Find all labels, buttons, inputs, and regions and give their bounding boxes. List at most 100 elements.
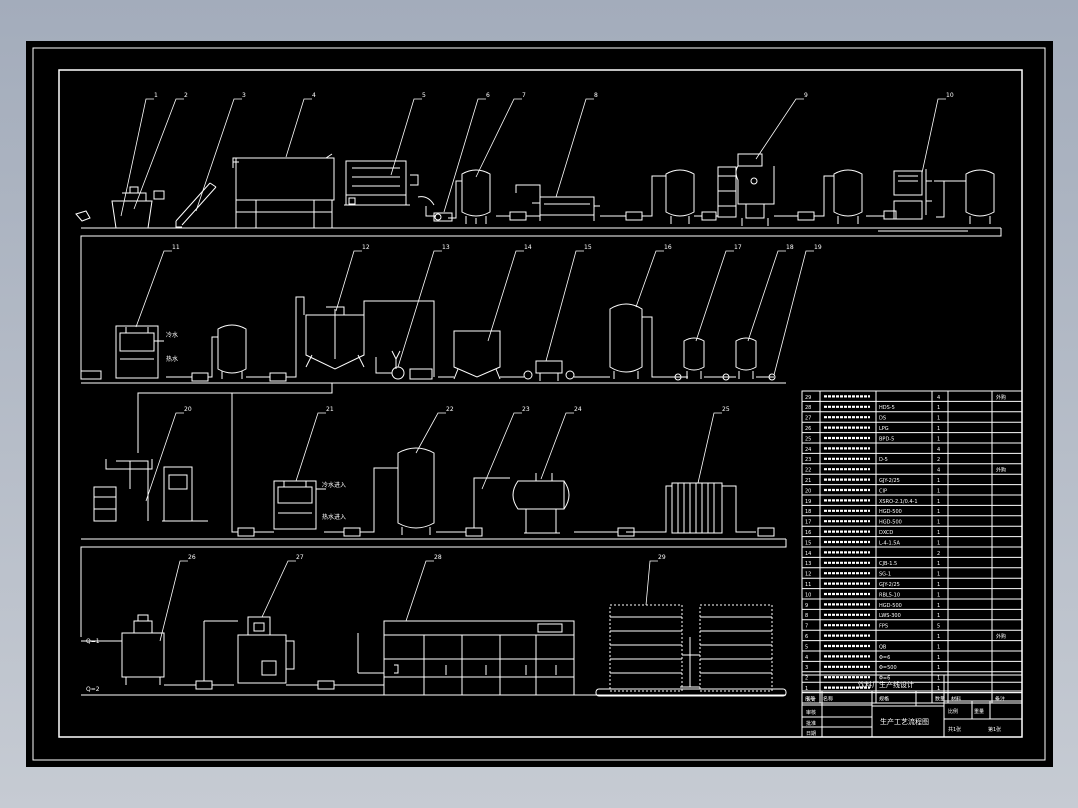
- parts-cell-11-0: 11: [805, 582, 811, 588]
- parts-cell-14-2: 2: [937, 551, 940, 557]
- row-1-to-row-2-pipe: [80, 228, 1002, 376]
- parts-cell-28-1: HDS-5: [879, 405, 895, 411]
- parts-cell-3-1: Φ=500: [879, 665, 897, 671]
- parts-cell-17-1: HGD-500: [879, 520, 902, 526]
- row-4-equipment: [81, 604, 787, 697]
- parts-cell-5-1: QB: [879, 644, 887, 650]
- parts-cell-1-0: 1: [805, 686, 808, 692]
- scale-label: 比例: [948, 708, 958, 715]
- callout-16: 16: [664, 244, 672, 251]
- parts-cell-29-0: 29: [805, 395, 811, 401]
- parts-cell-22-2: 4: [937, 468, 940, 474]
- parts-cell-9-0: 9: [805, 603, 808, 609]
- callout-2: 2: [184, 92, 188, 99]
- callout-21: 21: [326, 406, 334, 413]
- parts-cell-3-2: 1: [937, 665, 940, 671]
- parts-cell-12-2: 1: [937, 572, 940, 578]
- parts-cell-8-2: 1: [937, 613, 940, 619]
- parts-cell-12-1: SG-1: [879, 572, 891, 578]
- parts-cell-20-1: CIP: [879, 488, 887, 494]
- parts-cell-29-3: 外购: [996, 394, 1006, 401]
- parts-cell-13-1: CJB-1.5: [879, 561, 897, 567]
- parts-cell-20-2: 1: [937, 488, 940, 494]
- callout-25: 25: [722, 406, 730, 413]
- parts-cell-9-1: HGD-500: [879, 603, 902, 609]
- parts-cell-15-2: 1: [937, 540, 940, 546]
- callout-15: 15: [584, 244, 592, 251]
- callout-23: 23: [522, 406, 530, 413]
- parts-cell-15-1: L-4-1.5A: [879, 540, 900, 546]
- flow-label-hot-water-in: 热水进入: [322, 513, 346, 521]
- parts-cell-7-0: 7: [805, 624, 808, 630]
- flow-label-q2: Q=2: [86, 686, 100, 693]
- parts-cell-18-1: HGD-500: [879, 509, 902, 515]
- callout-9: 9: [804, 92, 808, 99]
- callout-6: 6: [486, 92, 490, 99]
- parts-cell-27-0: 27: [805, 416, 811, 422]
- outer-border: [32, 47, 1046, 761]
- sheet-number: 第1张: [988, 726, 1001, 733]
- callout-28: 28: [434, 554, 442, 561]
- parts-cell-23-2: 2: [937, 457, 940, 463]
- parts-cell-10-2: 1: [937, 592, 940, 598]
- callout-26: 26: [188, 554, 196, 561]
- drawing-name: 生产工艺流程图: [880, 717, 929, 726]
- parts-cell-24-2: 4: [937, 447, 940, 453]
- parts-cell-28-0: 28: [805, 405, 811, 411]
- parts-cell-8-0: 8: [805, 613, 808, 619]
- parts-cell-19-1: XSRO-2.1/0.4-1: [879, 499, 918, 505]
- parts-cell-15-0: 15: [805, 540, 811, 546]
- designer-label: 设计: [806, 696, 816, 703]
- weight-label: 重量: [974, 708, 984, 715]
- approver-label: 批准: [806, 720, 816, 727]
- parts-cell-17-0: 17: [805, 520, 811, 526]
- parts-cell-10-1: RBL5-10: [879, 592, 900, 598]
- parts-cell-11-1: GJY-2/25: [879, 582, 900, 588]
- parts-cell-21-1: GJY-2/25: [879, 478, 900, 484]
- parts-cell-21-0: 21: [805, 478, 811, 484]
- callout-8: 8: [594, 92, 598, 99]
- parts-cell-23-0: 23: [805, 457, 811, 463]
- callout-5: 5: [422, 92, 426, 99]
- parts-cell-18-0: 18: [805, 509, 811, 515]
- parts-cell-20-0: 20: [805, 488, 811, 494]
- sheet-count: 共1张: [948, 726, 961, 733]
- flow-label-hot-water: 热水: [166, 355, 178, 363]
- project-title: 饮料厂生产线设计: [858, 680, 914, 689]
- parts-header-1: 名称: [823, 695, 833, 702]
- parts-cell-7-2: 5: [937, 624, 940, 630]
- parts-cell-23-1: D-5: [879, 457, 888, 463]
- parts-cell-22-0: 22: [805, 468, 811, 474]
- date-label: 日期: [806, 731, 816, 737]
- parts-cell-26-2: 1: [937, 426, 940, 432]
- callout-18: 18: [786, 244, 794, 251]
- callout-3: 3: [242, 92, 246, 99]
- callout-4: 4: [312, 92, 316, 99]
- parts-cell-25-2: 1: [937, 436, 940, 442]
- callout-20: 20: [184, 406, 192, 413]
- parts-cell-16-1: DXCD: [879, 530, 893, 536]
- parts-cell-26-1: LPG: [879, 426, 889, 432]
- callout-29: 29: [658, 554, 666, 561]
- parts-cell-4-2: 1: [937, 655, 940, 661]
- row-1-equipment: [75, 153, 995, 232]
- row-2-to-row-3-pipe: [137, 383, 333, 497]
- inner-border: [58, 69, 1023, 738]
- parts-cell-5-0: 5: [805, 644, 808, 650]
- parts-cell-21-2: 1: [937, 478, 940, 484]
- parts-header-4: 材料: [951, 695, 961, 702]
- row-2-equipment: [80, 296, 776, 382]
- callout-22: 22: [446, 406, 454, 413]
- callout-17: 17: [734, 244, 742, 251]
- parts-cell-2-2: 1: [937, 676, 940, 682]
- parts-cell-26-0: 26: [805, 426, 811, 432]
- parts-cell-18-2: 1: [937, 509, 940, 515]
- parts-cell-6-3: 外购: [996, 633, 1006, 640]
- parts-cell-1-2: 1: [937, 686, 940, 692]
- parts-cell-2-0: 2: [805, 676, 808, 682]
- process-flow-drawing: 1234567891011121314151617181920212223242…: [32, 47, 1046, 761]
- flow-label-q1: Q=1: [86, 638, 100, 645]
- parts-cell-2-1: Φ=6: [879, 676, 890, 682]
- callout-24: 24: [574, 406, 582, 413]
